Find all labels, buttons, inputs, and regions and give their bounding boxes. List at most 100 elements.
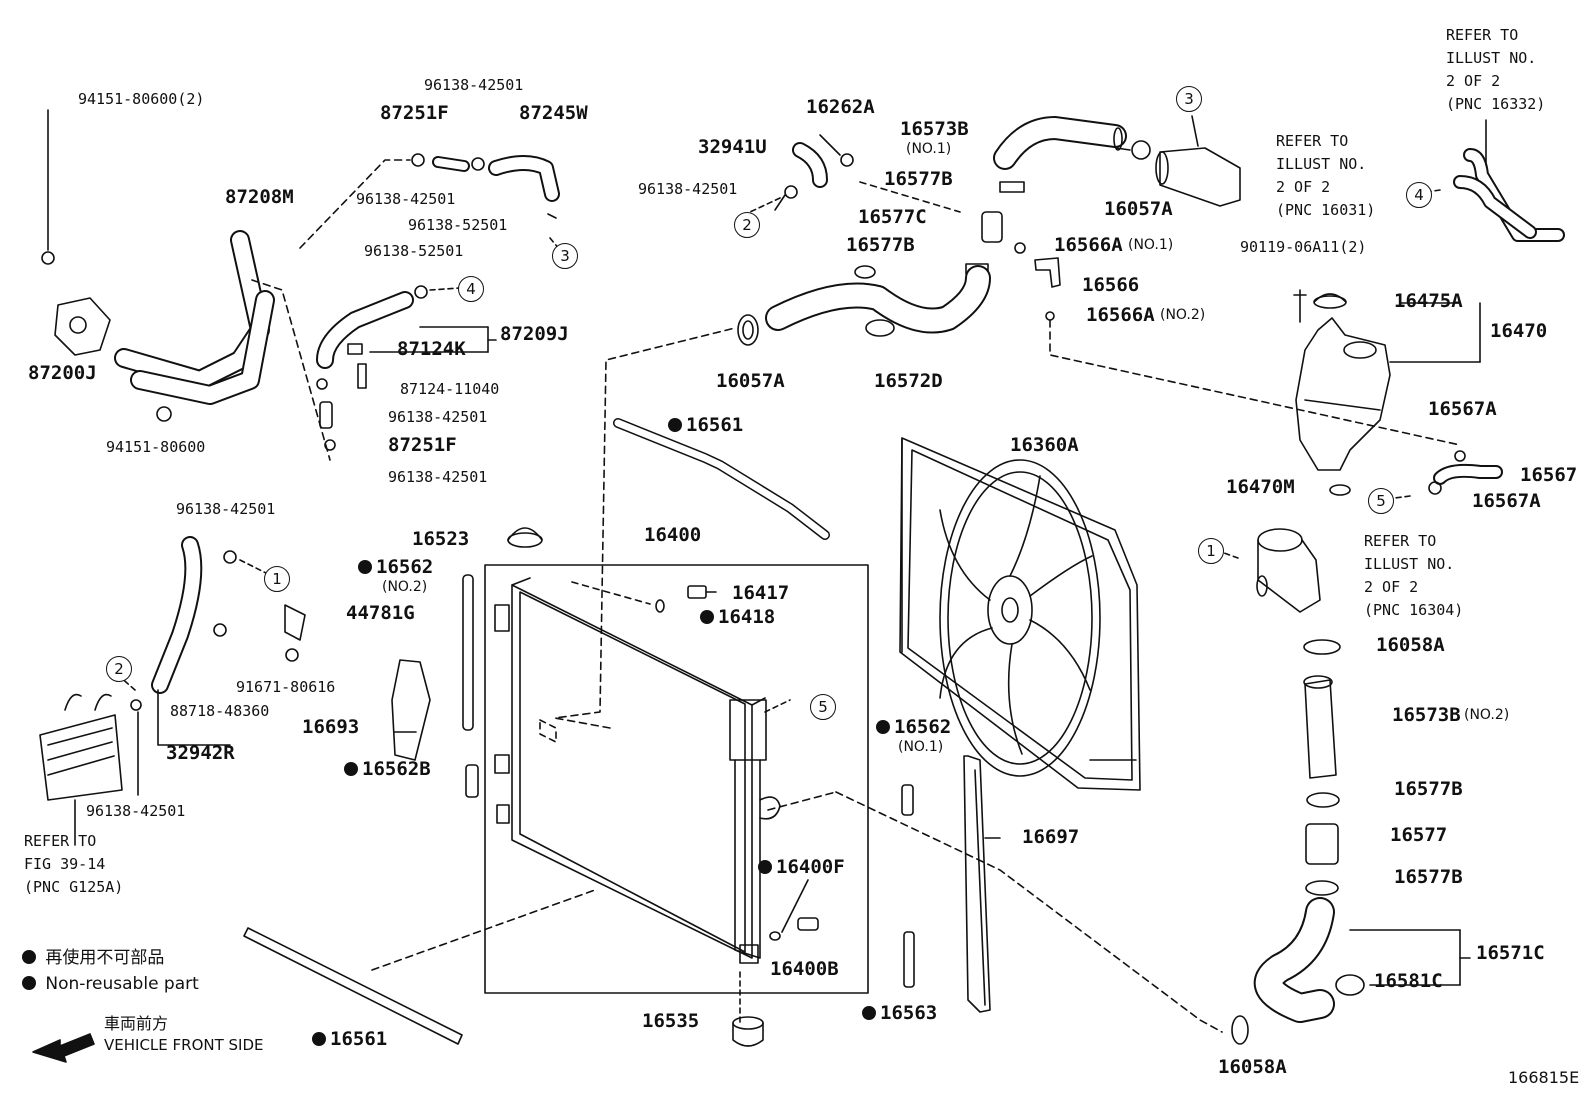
part-label[interactable]: 16567	[1520, 464, 1578, 486]
bracket-44781G	[284, 604, 306, 641]
part-label[interactable]: 16567A	[1472, 490, 1541, 512]
part-label-sub: (NO.1)	[1128, 237, 1174, 253]
part-label[interactable]: 16561	[668, 416, 743, 435]
part-label[interactable]: 16400F	[758, 858, 845, 877]
part-label[interactable]: 16581C	[1374, 970, 1443, 992]
part-label[interactable]: 16571C	[1476, 942, 1545, 964]
part-label[interactable]: 16470M	[1226, 476, 1295, 498]
part-label[interactable]: 16417	[732, 582, 790, 604]
part-label[interactable]: 87124-11040	[400, 380, 500, 398]
part-label[interactable]: 32941U	[698, 136, 767, 158]
part-label[interactable]: 16566A	[1054, 234, 1123, 256]
seal-16562-no2	[462, 574, 474, 731]
part-label[interactable]: 87251F	[388, 434, 457, 456]
part-label[interactable]: 16572D	[874, 370, 943, 392]
seal-16563	[903, 931, 915, 988]
part-label[interactable]: 16562B	[344, 760, 431, 779]
part-label[interactable]: 96138-42501	[388, 408, 488, 426]
part-label[interactable]: 16400	[644, 524, 702, 546]
callout-2-right: 2	[734, 212, 760, 238]
bracket-16566	[1034, 257, 1061, 288]
part-label[interactable]: 16562	[358, 558, 433, 577]
part-label[interactable]: 16523	[412, 528, 470, 550]
radiator-assembly-box	[484, 564, 869, 994]
part-label[interactable]: 16057A	[716, 370, 785, 392]
cap-16475A	[1313, 293, 1347, 309]
part-label[interactable]: 32942R	[166, 742, 235, 764]
part-label[interactable]: 16562	[876, 718, 951, 737]
callout-3-left: 3	[552, 243, 578, 269]
part-label[interactable]: 16567A	[1428, 398, 1497, 420]
part-label[interactable]: 87208M	[225, 186, 294, 208]
part-label[interactable]: 16470	[1490, 320, 1548, 342]
part-label[interactable]: 16262A	[806, 96, 875, 118]
leader-16057A	[554, 327, 736, 729]
part-label[interactable]: 16400B	[770, 958, 839, 980]
part-label[interactable]: 87209J	[500, 323, 569, 345]
clamp-hose-16572D	[854, 265, 876, 279]
callout-1-left: 1	[264, 566, 290, 592]
part-label[interactable]: 16566A	[1086, 304, 1155, 326]
callout-5-left: 5	[810, 694, 836, 720]
part-label[interactable]: 16573B	[900, 118, 969, 140]
part-label[interactable]: 16475A	[1394, 290, 1463, 312]
front-side-jp: 車両前方	[104, 1014, 169, 1033]
part-label[interactable]: 16577B	[884, 168, 953, 190]
part-label[interactable]: 87245W	[519, 102, 588, 124]
non-reusable-dot	[758, 860, 772, 874]
part-label[interactable]: 94151-80600(2)	[78, 90, 205, 108]
part-label[interactable]: 16418	[700, 608, 775, 627]
part-label[interactable]: 44781G	[346, 602, 415, 624]
clamp-16262A	[840, 153, 854, 167]
hose-16573B-no1	[1113, 127, 1123, 151]
part-label[interactable]: 96138-42501	[86, 802, 186, 820]
clip-94151-80600-2	[41, 251, 55, 265]
part-label[interactable]: 96138-42501	[356, 190, 456, 208]
part-label[interactable]: 96138-52501	[408, 216, 508, 234]
part-label[interactable]: 16577B	[1394, 866, 1463, 888]
seal-16562-no1	[901, 784, 914, 816]
part-label[interactable]: 87251F	[380, 102, 449, 124]
part-label[interactable]: 96138-42501	[424, 76, 524, 94]
clamp-16058A-b	[1231, 1015, 1249, 1045]
part-label[interactable]: 16693	[302, 716, 360, 738]
part-label[interactable]: 96138-42501	[388, 468, 488, 486]
part-label[interactable]: 96138-52501	[364, 242, 464, 260]
seal-16561-bottom	[243, 927, 463, 1045]
callout-5-right: 5	[1368, 488, 1394, 514]
plate-16470M	[1329, 484, 1351, 496]
part-label[interactable]: 16577C	[858, 206, 927, 228]
part-label[interactable]: 16577B	[846, 234, 915, 256]
hose-16573B-no2	[1304, 679, 1337, 779]
part-label[interactable]: 88718-48360	[170, 702, 270, 720]
non-reusable-dot	[344, 762, 358, 776]
non-reusable-dot	[862, 1006, 876, 1020]
part-label[interactable]: 16057A	[1104, 198, 1173, 220]
part-label[interactable]: 16535	[642, 1010, 700, 1032]
part-label[interactable]: 96138-42501	[638, 180, 738, 198]
hose-16572D-joint	[865, 319, 895, 337]
part-label-sub: (NO.2)	[1160, 307, 1206, 323]
part-label[interactable]: 16058A	[1218, 1056, 1287, 1078]
drain-cock-16400B	[769, 879, 819, 941]
part-label[interactable]: 16566	[1082, 274, 1140, 296]
clamp-16057A-b	[737, 314, 759, 346]
part-label[interactable]: 16561	[312, 1030, 387, 1049]
part-label[interactable]: 96138-42501	[176, 500, 276, 518]
part-label[interactable]: 90119-06A11(2)	[1240, 238, 1367, 256]
part-label[interactable]: 16058A	[1376, 634, 1445, 656]
part-label[interactable]: 91671-80616	[236, 678, 336, 696]
part-label[interactable]: 16577B	[1394, 778, 1463, 800]
part-label[interactable]: 16360A	[1010, 434, 1079, 456]
part-label[interactable]: 16563	[862, 1004, 937, 1023]
part-label[interactable]: 87200J	[28, 362, 97, 384]
part-label[interactable]: 16697	[1022, 826, 1080, 848]
part-label[interactable]: 87124K	[397, 338, 466, 360]
part-label[interactable]: 16573B	[1392, 704, 1461, 726]
clamp-16577B-c	[1306, 792, 1340, 808]
part-label[interactable]: 16577	[1390, 824, 1448, 846]
legend-dot-icon	[22, 976, 36, 990]
part-label[interactable]: 94151-80600	[106, 438, 206, 456]
